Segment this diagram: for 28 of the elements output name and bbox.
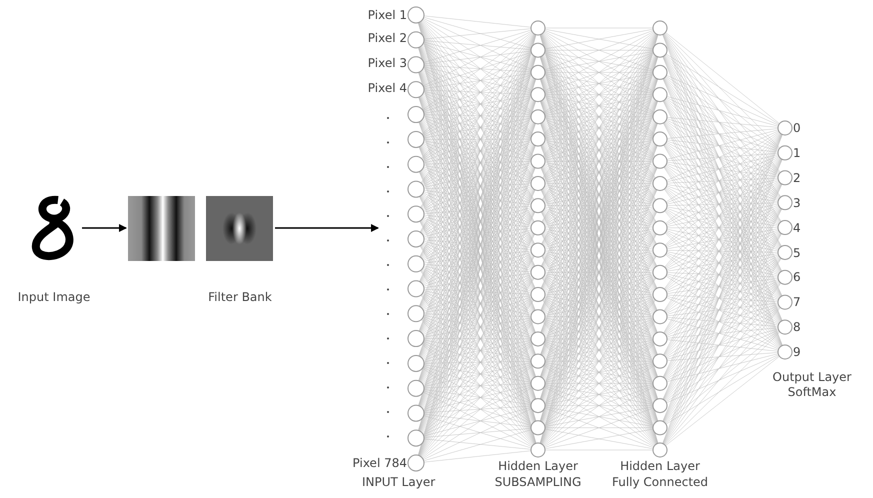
output-class-label: 7 — [793, 295, 801, 310]
layer-caption: SoftMax — [788, 385, 836, 399]
layer-caption: Output Layer — [772, 370, 852, 384]
output-class-label: 2 — [793, 170, 801, 185]
layer-caption: SUBSAMPLING — [494, 475, 582, 489]
filter-picture — [206, 196, 273, 261]
output-class-label: 6 — [793, 270, 801, 284]
layer-caption: INPUT Layer — [362, 475, 436, 489]
layer-caption: Hidden Layer — [620, 459, 700, 473]
output-class-label: 0 — [793, 121, 801, 135]
pixel-label: Pixel 3 — [368, 56, 407, 70]
caption: Filter Bank — [208, 290, 272, 304]
output-class-label: 5 — [793, 246, 801, 260]
pixel-label: Pixel 2 — [368, 31, 407, 45]
output-class-label: 1 — [793, 146, 801, 160]
output-class-label: 8 — [793, 320, 801, 334]
arrow — [82, 224, 127, 232]
pixel-label: Pixel 784 — [352, 456, 407, 470]
output-class-label: 4 — [793, 220, 801, 235]
output-class-label: 9 — [793, 345, 801, 360]
layer-caption: Hidden Layer — [498, 459, 578, 473]
node-label: Input Image — [18, 290, 90, 304]
pixel-label: Pixel 4 — [368, 81, 407, 95]
output-class-label: 3 — [793, 196, 801, 210]
arrow — [275, 224, 379, 232]
layer-caption: Fully Connected — [612, 475, 708, 489]
pixel-label: Pixel 1 — [368, 8, 407, 22]
filter-picture — [128, 196, 195, 261]
